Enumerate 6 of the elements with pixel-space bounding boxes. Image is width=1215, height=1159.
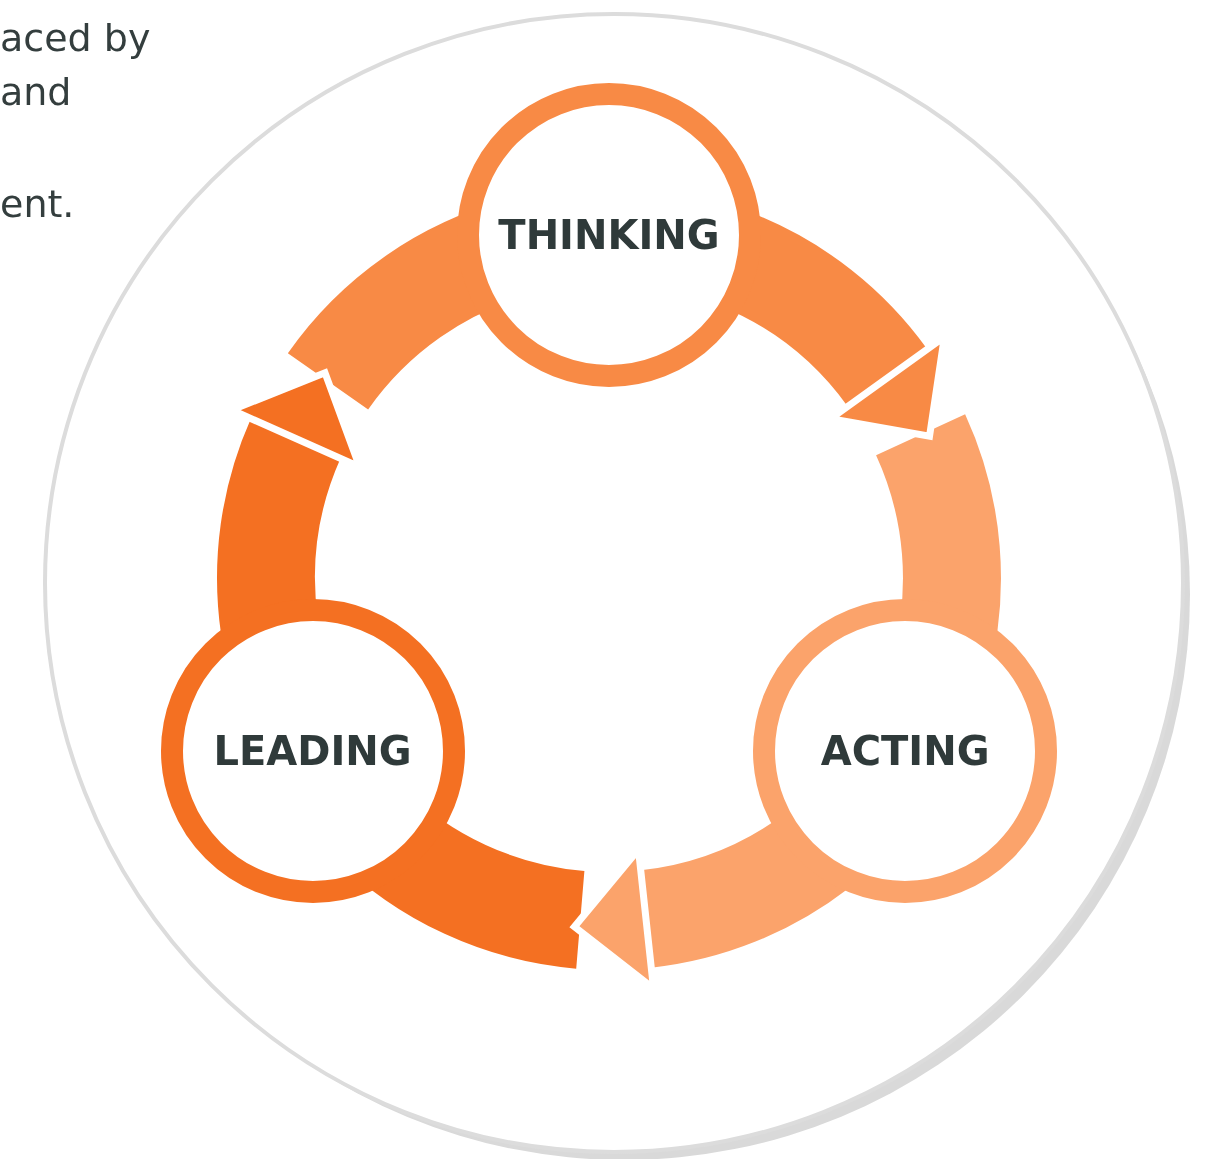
text-fragment: and (0, 70, 72, 114)
stage-label: ACTING (820, 728, 990, 775)
text-fragment: ent. (0, 182, 75, 226)
stage-label: THINKING (498, 212, 720, 258)
text-fragment: aced by (0, 16, 151, 60)
stage-label: LEADING (213, 727, 412, 774)
